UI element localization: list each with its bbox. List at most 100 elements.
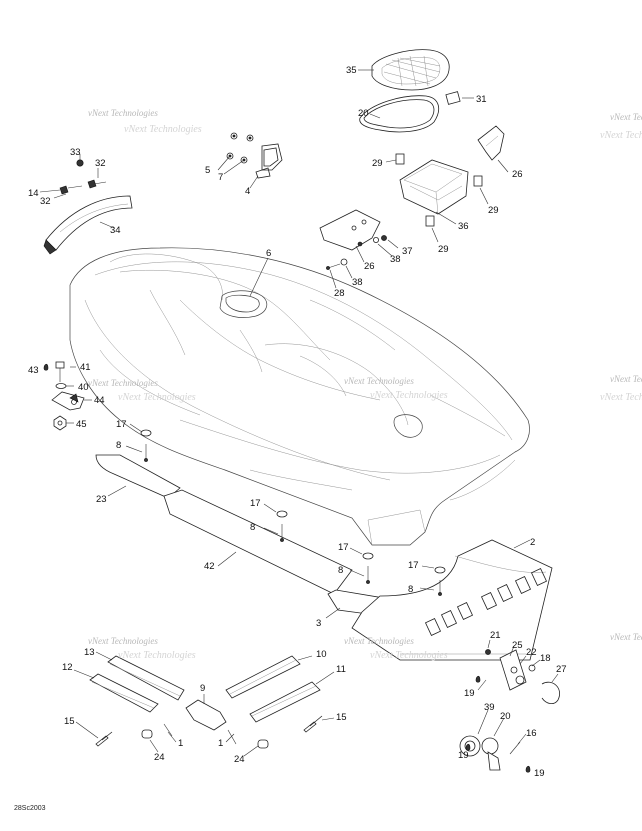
watermark-text: vNext Technologies	[124, 124, 202, 135]
part-label: 24	[154, 752, 165, 763]
part-label: 7	[218, 172, 223, 183]
part-label: 1	[218, 738, 223, 749]
part-label: 43	[28, 365, 39, 376]
mat-23	[95, 454, 181, 499]
watermarks: vNext Technologies vNext Technologies vN…	[88, 108, 642, 661]
part-label: 15	[64, 716, 75, 727]
part-label: 28	[334, 288, 345, 299]
watermark-text: vNext Technologies	[118, 392, 196, 403]
watermark-text: vNext Technologies	[88, 636, 158, 646]
leader-lines	[39, 69, 559, 757]
small-block	[445, 91, 461, 105]
part-label: 29	[372, 158, 383, 169]
part-label: 1	[178, 738, 183, 749]
part-label: 10	[316, 649, 327, 660]
watermark-text: vNext Technologies	[610, 374, 642, 384]
watermark-text: vNext Technologies	[88, 378, 158, 388]
grab-handle-hardware	[226, 132, 283, 179]
watermark-text: vNext Technologies	[118, 650, 196, 661]
part-label: 41	[80, 362, 91, 373]
part-label: 32	[40, 196, 51, 207]
part-label: 11	[336, 664, 346, 675]
part-label: 14	[28, 188, 39, 199]
mat-fasteners	[140, 429, 446, 596]
clip	[473, 175, 483, 187]
part-label: 32	[95, 158, 106, 169]
part-label: 19	[464, 688, 475, 699]
part-label: 42	[204, 561, 215, 572]
deck-mats	[95, 454, 553, 661]
part-label: 20	[500, 711, 511, 722]
watermark-text: vNext Technologies	[600, 130, 642, 141]
part-label: 17	[116, 419, 127, 430]
mounting-plate	[319, 209, 381, 251]
watermark-text: vNext Technologies	[610, 112, 642, 122]
rear-bumpers	[89, 655, 323, 749]
part-label: 8	[250, 522, 255, 533]
part-label: 36	[458, 221, 469, 232]
bumper-11	[249, 681, 321, 723]
part-label: 29	[438, 244, 449, 255]
part-label: 27	[556, 664, 567, 675]
clip	[395, 153, 405, 165]
part-label: 38	[390, 254, 401, 265]
part-label: 5	[205, 165, 210, 176]
watermark-text: vNext Technologies	[370, 650, 448, 661]
part-label: 17	[250, 498, 261, 509]
part-label: 13	[84, 647, 95, 658]
tow-eye-bracket	[43, 361, 85, 431]
part-label: 12	[62, 662, 73, 673]
part-label: 17	[338, 542, 349, 553]
part-label: 37	[402, 246, 413, 257]
part-label: 6	[266, 248, 271, 259]
bracket	[477, 125, 505, 161]
bumper-9	[185, 699, 227, 731]
part-label: 4	[245, 186, 250, 197]
part-label: 8	[338, 565, 343, 576]
part-label: 45	[76, 419, 87, 430]
mat-logo	[424, 568, 548, 636]
watermark-text: vNext Technologies	[610, 632, 642, 642]
part-label: 8	[116, 440, 121, 451]
watermark-text: vNext Technologies	[600, 392, 642, 403]
watermark-text: vNext Technologies	[344, 636, 414, 646]
part-label: 35	[346, 65, 357, 76]
part-labels: 35 31 20 29 26 29 36 29 37 38 26 38 28 6…	[28, 65, 567, 779]
watermark-text: vNext Technologies	[370, 390, 448, 401]
part-label: 34	[110, 225, 121, 236]
part-label: 9	[200, 683, 205, 694]
watermark-text: vNext Technologies	[344, 376, 414, 386]
part-label: 16	[526, 728, 537, 739]
part-label: 29	[488, 205, 499, 216]
part-label: 2	[530, 537, 535, 548]
mat-42	[163, 489, 353, 595]
mat-2	[351, 539, 553, 661]
part-label: 20	[358, 108, 369, 119]
drain-fittings	[459, 649, 560, 773]
part-label: 40	[78, 382, 89, 393]
part-label: 25	[512, 640, 523, 651]
part-label: 38	[352, 277, 363, 288]
part-label: 18	[540, 653, 551, 664]
part-label: 17	[408, 560, 419, 571]
part-label: 26	[364, 261, 375, 272]
storage-cover	[371, 49, 450, 91]
part-label: 31	[476, 94, 487, 105]
part-label: 22	[526, 647, 537, 658]
part-label: 23	[96, 494, 107, 505]
part-label: 15	[336, 712, 347, 723]
part-label: 19	[534, 768, 545, 779]
part-label: 19	[458, 750, 469, 761]
side-bumper	[43, 159, 133, 255]
part-label: 3	[316, 618, 321, 629]
cover-seal	[359, 95, 440, 133]
part-label: 8	[408, 584, 413, 595]
part-label: 44	[94, 395, 105, 406]
clip	[425, 215, 435, 227]
part-label: 39	[484, 702, 495, 713]
part-label: 21	[490, 630, 501, 641]
hull-body	[69, 247, 530, 546]
watermark-text: vNext Technologies	[88, 108, 158, 118]
